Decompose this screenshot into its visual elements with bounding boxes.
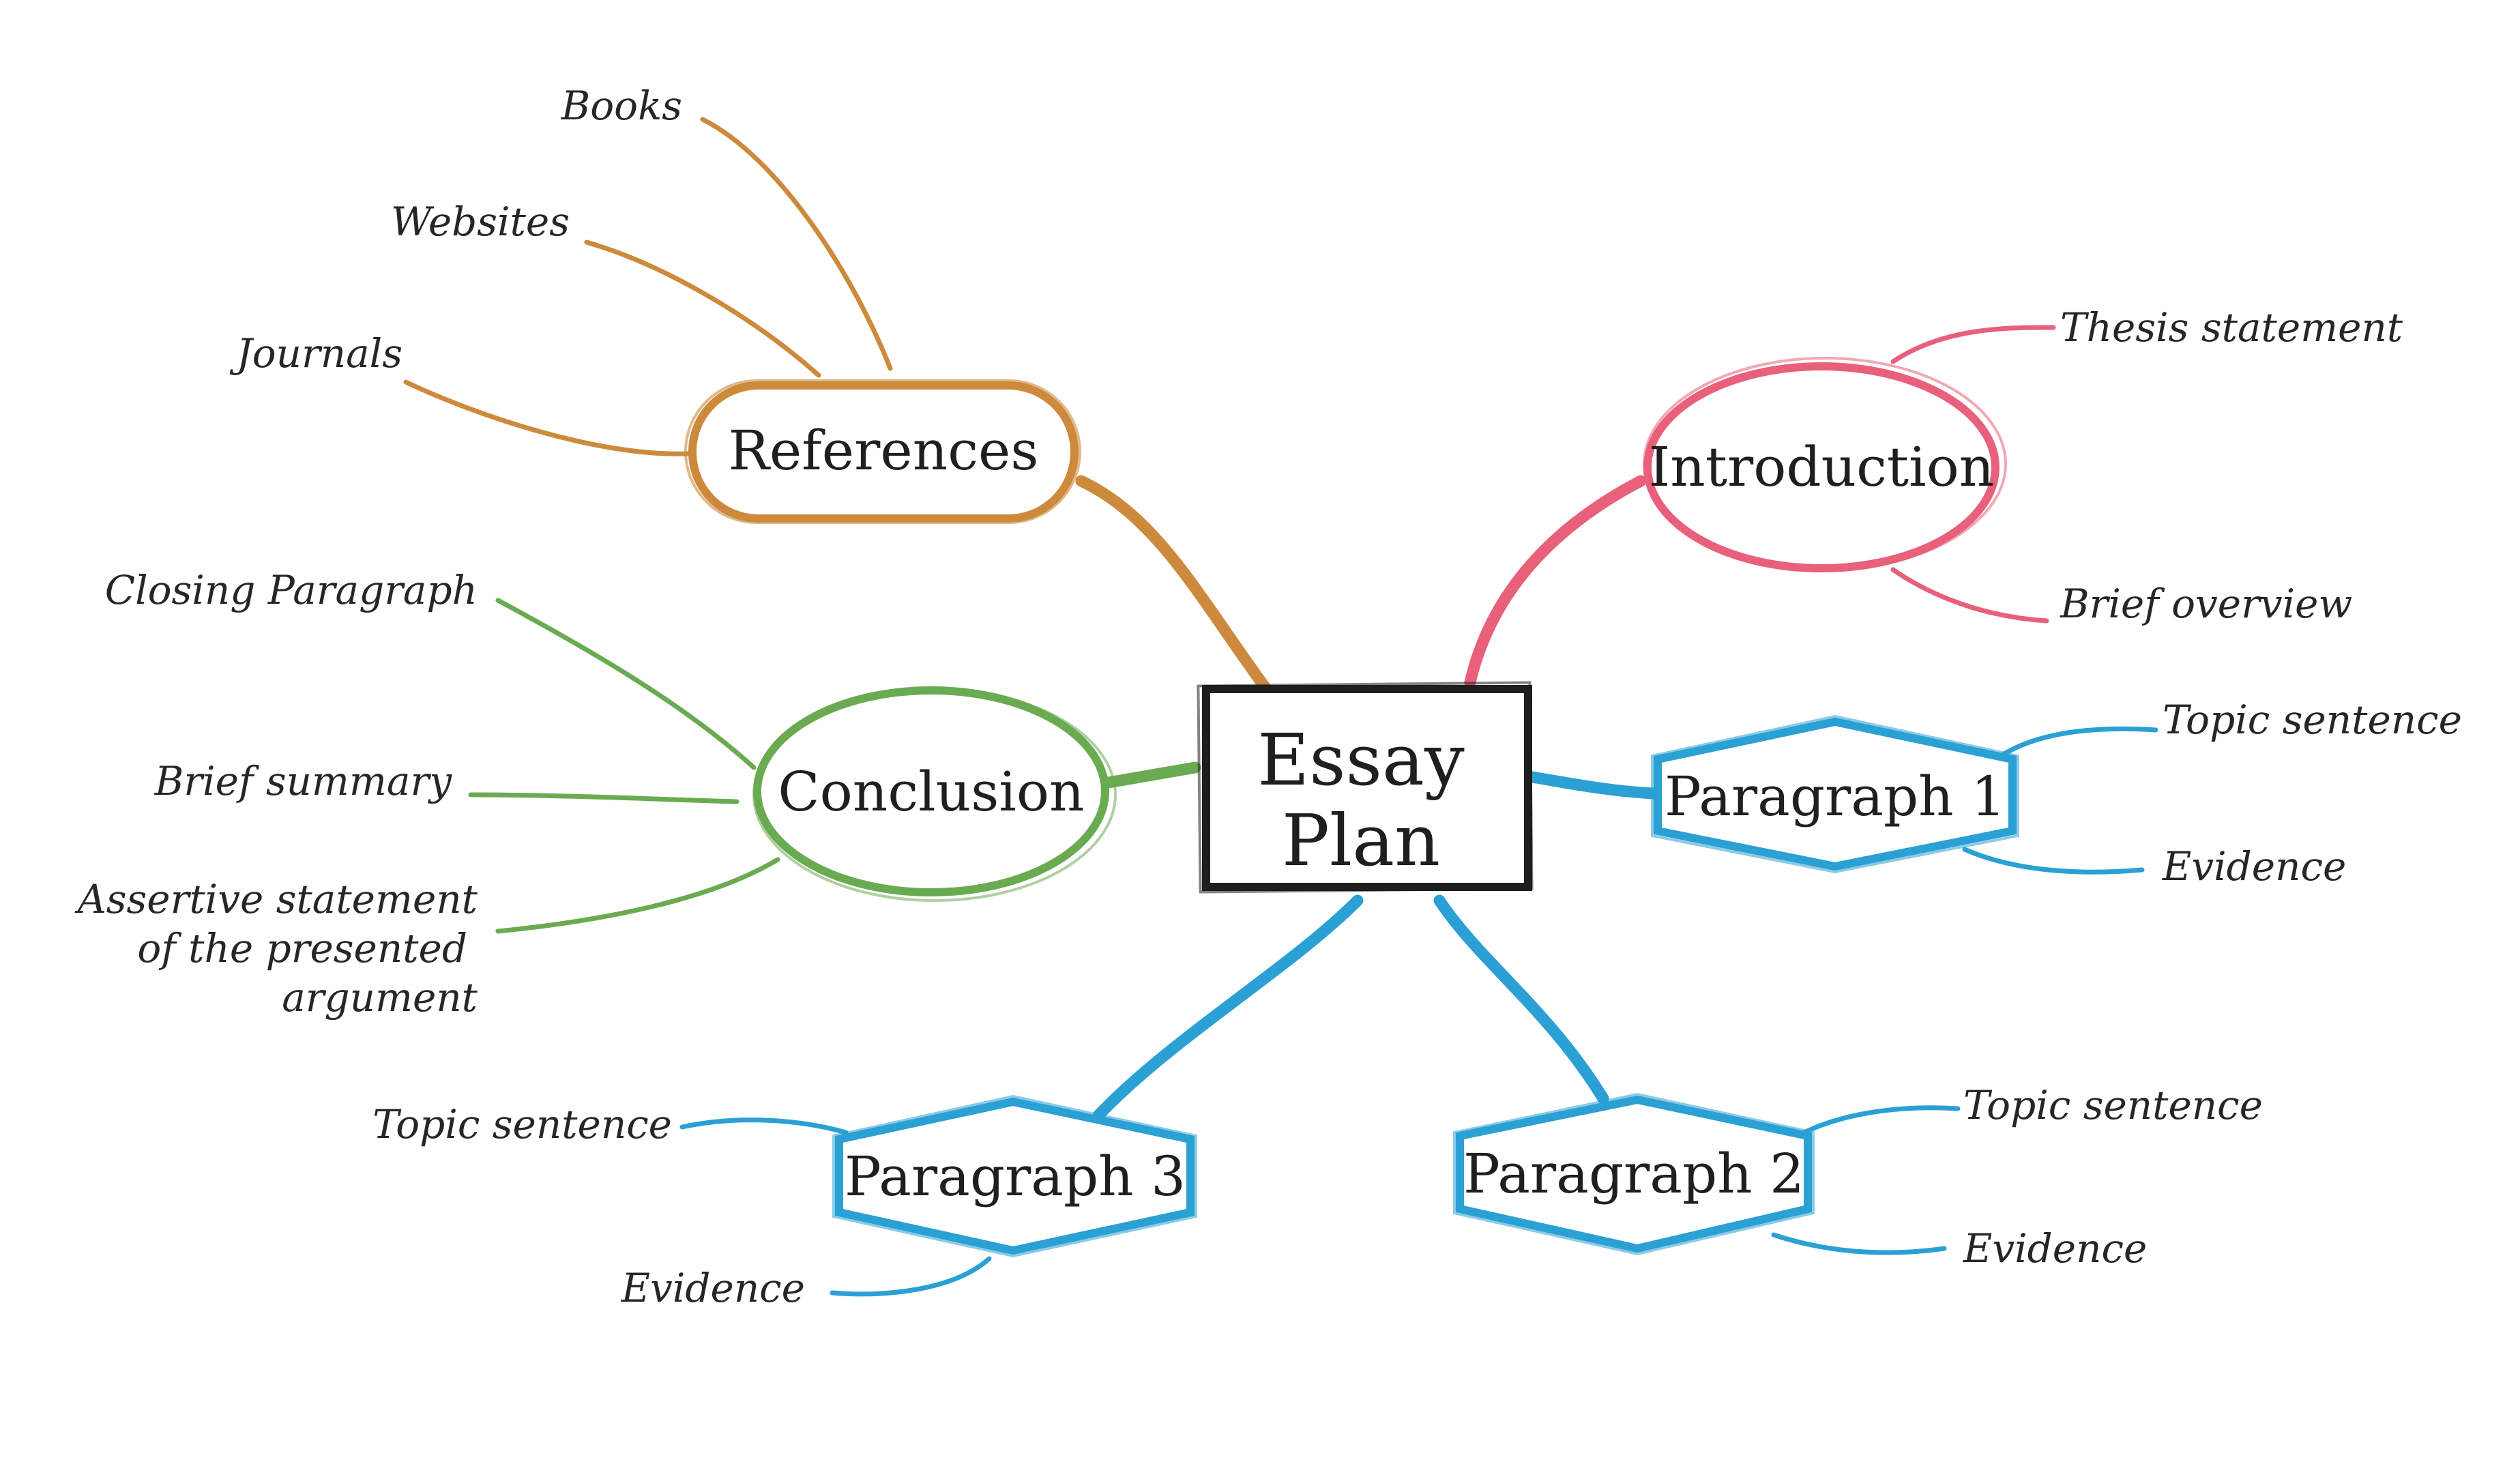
paragraph3-hexagon-sketch	[832, 1094, 1197, 1258]
leaf-books: Books	[561, 83, 682, 129]
connector-paragraph1	[1522, 770, 1660, 800]
leaf-p1-topic-sentence: Topic sentence	[2163, 697, 2462, 743]
branch-introduction: Introduction	[1643, 357, 2007, 572]
leaf-connectors	[403, 117, 2158, 1297]
twig-books	[700, 117, 893, 371]
central-box-sketch	[1197, 681, 1534, 894]
connector-paragraph3	[1092, 894, 1364, 1122]
leaf-assertive-line2: of the presented	[137, 925, 467, 971]
twig-p3-topic	[679, 1117, 849, 1135]
branch-paragraph3: Paragraph 3	[832, 1094, 1197, 1258]
paragraph2-hexagon-sketch	[1453, 1092, 1815, 1256]
leaf-journals: Journals	[230, 330, 403, 377]
twig-closing	[495, 598, 757, 770]
twig-summary	[468, 792, 739, 804]
central-title-line1: Essay	[1257, 718, 1465, 802]
twig-assertive	[495, 857, 780, 934]
paragraph1-label: Paragraph 1	[1665, 765, 2006, 828]
leaf-brief-overview: Brief overview	[2060, 581, 2352, 627]
twig-overview	[1890, 567, 2049, 624]
references-label: References	[729, 419, 1039, 482]
central-title-line2: Plan	[1282, 799, 1440, 882]
leaf-p2-topic-sentence: Topic sentence	[1963, 1082, 2263, 1128]
paragraph3-hexagon	[835, 1097, 1195, 1255]
twig-p1-evidence	[1962, 847, 2145, 875]
leaf-assertive-line3: argument	[282, 974, 478, 1021]
central-node: Essay Plan	[1197, 681, 1534, 894]
leaf-p2-evidence: Evidence	[1963, 1225, 2147, 1272]
branch-references: References	[684, 379, 1081, 524]
introduction-ellipse-sketch	[1643, 357, 2007, 571]
twig-websites	[584, 239, 821, 378]
connector-references	[1075, 475, 1275, 699]
main-connectors	[1075, 475, 1660, 1122]
branch-paragraph2: Paragraph 2	[1453, 1092, 1815, 1256]
references-pill	[688, 381, 1079, 523]
branch-paragraph1: Paragraph 1	[1651, 714, 2019, 874]
introduction-label: Introduction	[1649, 435, 1995, 499]
leaf-websites: Websites	[391, 199, 570, 245]
central-box	[1202, 685, 1532, 891]
references-pill-sketch	[684, 379, 1081, 524]
leaf-thesis-statement: Thesis statement	[2060, 304, 2403, 351]
connector-conclusion	[1102, 761, 1201, 789]
leaf-p1-evidence: Evidence	[2162, 843, 2346, 890]
conclusion-ellipse-sketch	[752, 688, 1117, 902]
leaf-assertive-line1: Assertive statement	[74, 876, 478, 922]
leaf-p3-evidence: Evidence	[621, 1265, 805, 1311]
conclusion-label: Conclusion	[778, 760, 1084, 823]
leaf-brief-summary: Brief summary	[154, 758, 453, 804]
paragraph2-hexagon	[1456, 1095, 1812, 1253]
connector-introduction	[1464, 475, 1647, 688]
leaf-labels: Books Websites Journals Thesis statement…	[74, 83, 2462, 1311]
twig-p3-evidence	[830, 1256, 992, 1297]
paragraph2-label: Paragraph 2	[1463, 1142, 1804, 1205]
leaf-p3-topic-sentence: Topic sentence	[372, 1101, 672, 1147]
twig-thesis	[1890, 325, 2056, 364]
twig-p2-topic	[1795, 1105, 1961, 1139]
twig-p1-topic	[1996, 726, 2158, 760]
leaf-closing-paragraph: Closing Paragraph	[105, 567, 478, 613]
twig-p2-evidence	[1771, 1232, 1947, 1255]
paragraph1-hexagon-sketch	[1651, 714, 2019, 874]
connector-paragraph2	[1433, 894, 1609, 1105]
paragraph1-hexagon	[1654, 717, 2017, 871]
twig-journals	[403, 379, 692, 456]
branch-conclusion: Conclusion	[752, 686, 1117, 902]
paragraph3-label: Paragraph 3	[845, 1145, 1186, 1208]
